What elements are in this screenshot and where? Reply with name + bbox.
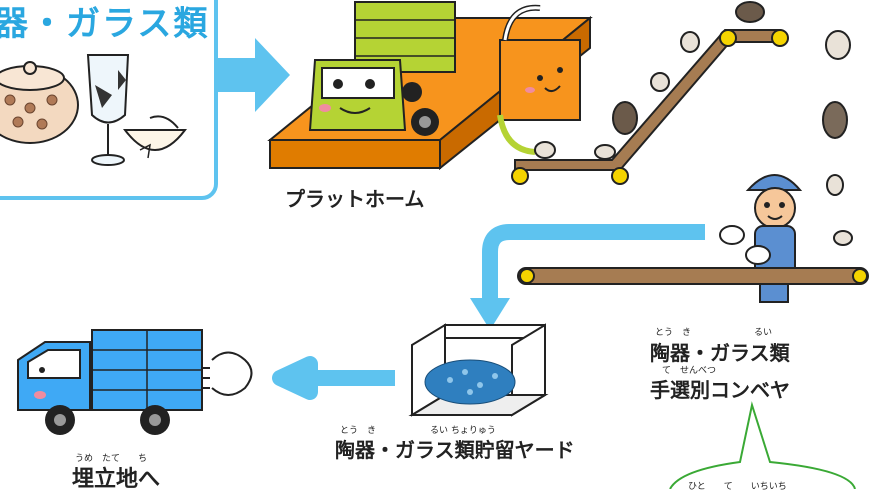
storage-yard bbox=[408, 323, 549, 417]
sorting-conveyor-label-line2: 手選別コンベヤ bbox=[650, 378, 790, 402]
pot-illustration bbox=[0, 61, 79, 144]
storage-yard-label: 陶器・ガラス類貯留ヤード bbox=[335, 438, 575, 462]
arrow-to-storage bbox=[482, 224, 705, 300]
landfill-label: 埋立地へ bbox=[72, 467, 161, 492]
sorting-conveyor-ruby-1: とう き るい bbox=[655, 328, 773, 338]
platform-label: プラットホーム bbox=[285, 187, 425, 211]
green-truck bbox=[308, 1, 456, 136]
speech-bubble bbox=[669, 401, 856, 489]
exhaust-puff bbox=[211, 351, 253, 396]
storage-yard-ruby: とう き るい ちょりゅう bbox=[340, 426, 496, 436]
worker-illustration bbox=[719, 174, 803, 303]
blue-truck bbox=[17, 329, 203, 435]
broken-bowl-illustration bbox=[122, 115, 188, 159]
source-panel-title: 器・ガラス類 bbox=[0, 4, 210, 44]
landfill-ruby: うめ たて ち bbox=[75, 454, 148, 464]
sorting-conveyor-ruby-2: て せんべつ bbox=[662, 366, 717, 376]
speech-bubble-text: ひと て いちいち bbox=[688, 482, 787, 492]
sorting-conveyor-label-line1: 陶器・ガラス類 bbox=[650, 341, 790, 365]
broken-glass-illustration bbox=[86, 54, 130, 166]
incline-conveyor bbox=[511, 29, 789, 185]
falling-debris bbox=[534, 1, 853, 246]
sorting-conveyor bbox=[517, 267, 869, 285]
arrow-to-platform bbox=[215, 38, 290, 112]
arrow-to-landfill bbox=[272, 356, 395, 400]
